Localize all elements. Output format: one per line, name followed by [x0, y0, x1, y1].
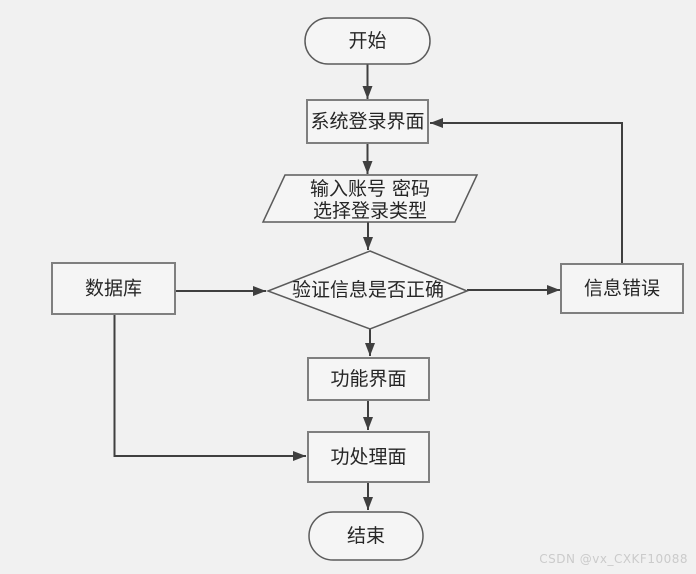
end-node [308, 511, 424, 561]
start-node [304, 17, 431, 65]
login-node [306, 99, 429, 144]
start-node-label: 开始 [348, 30, 386, 52]
edges [113, 64, 623, 510]
function-node-label: 功能界面 [330, 368, 406, 390]
end-node-label: 结束 [347, 525, 385, 547]
edge-error-login-feedback [430, 118, 623, 264]
watermark: CSDN @vx_CXKF10088 [539, 552, 688, 566]
input-node-label-line2: 选择登录类型 [313, 200, 427, 222]
login-node-label: 系统登录界面 [310, 111, 424, 133]
process-node [307, 431, 430, 483]
nodes: 开始 系统登录界面 输入账号 密码 选择登录类型 验证信息是否正确 数据库 信息… [51, 17, 684, 561]
database-node-label: 数据库 [85, 278, 142, 300]
input-node [261, 174, 479, 223]
error-node-label: 信息错误 [584, 278, 660, 300]
process-node-label: 功处理面 [330, 446, 406, 468]
error-node [560, 263, 684, 314]
verify-node-label: 验证信息是否正确 [292, 279, 444, 301]
input-node-label-line1: 输入账号 密码 [310, 178, 430, 200]
database-node [51, 262, 176, 315]
edge-database-process [113, 314, 306, 461]
verify-node [265, 250, 470, 330]
function-node [307, 357, 430, 401]
